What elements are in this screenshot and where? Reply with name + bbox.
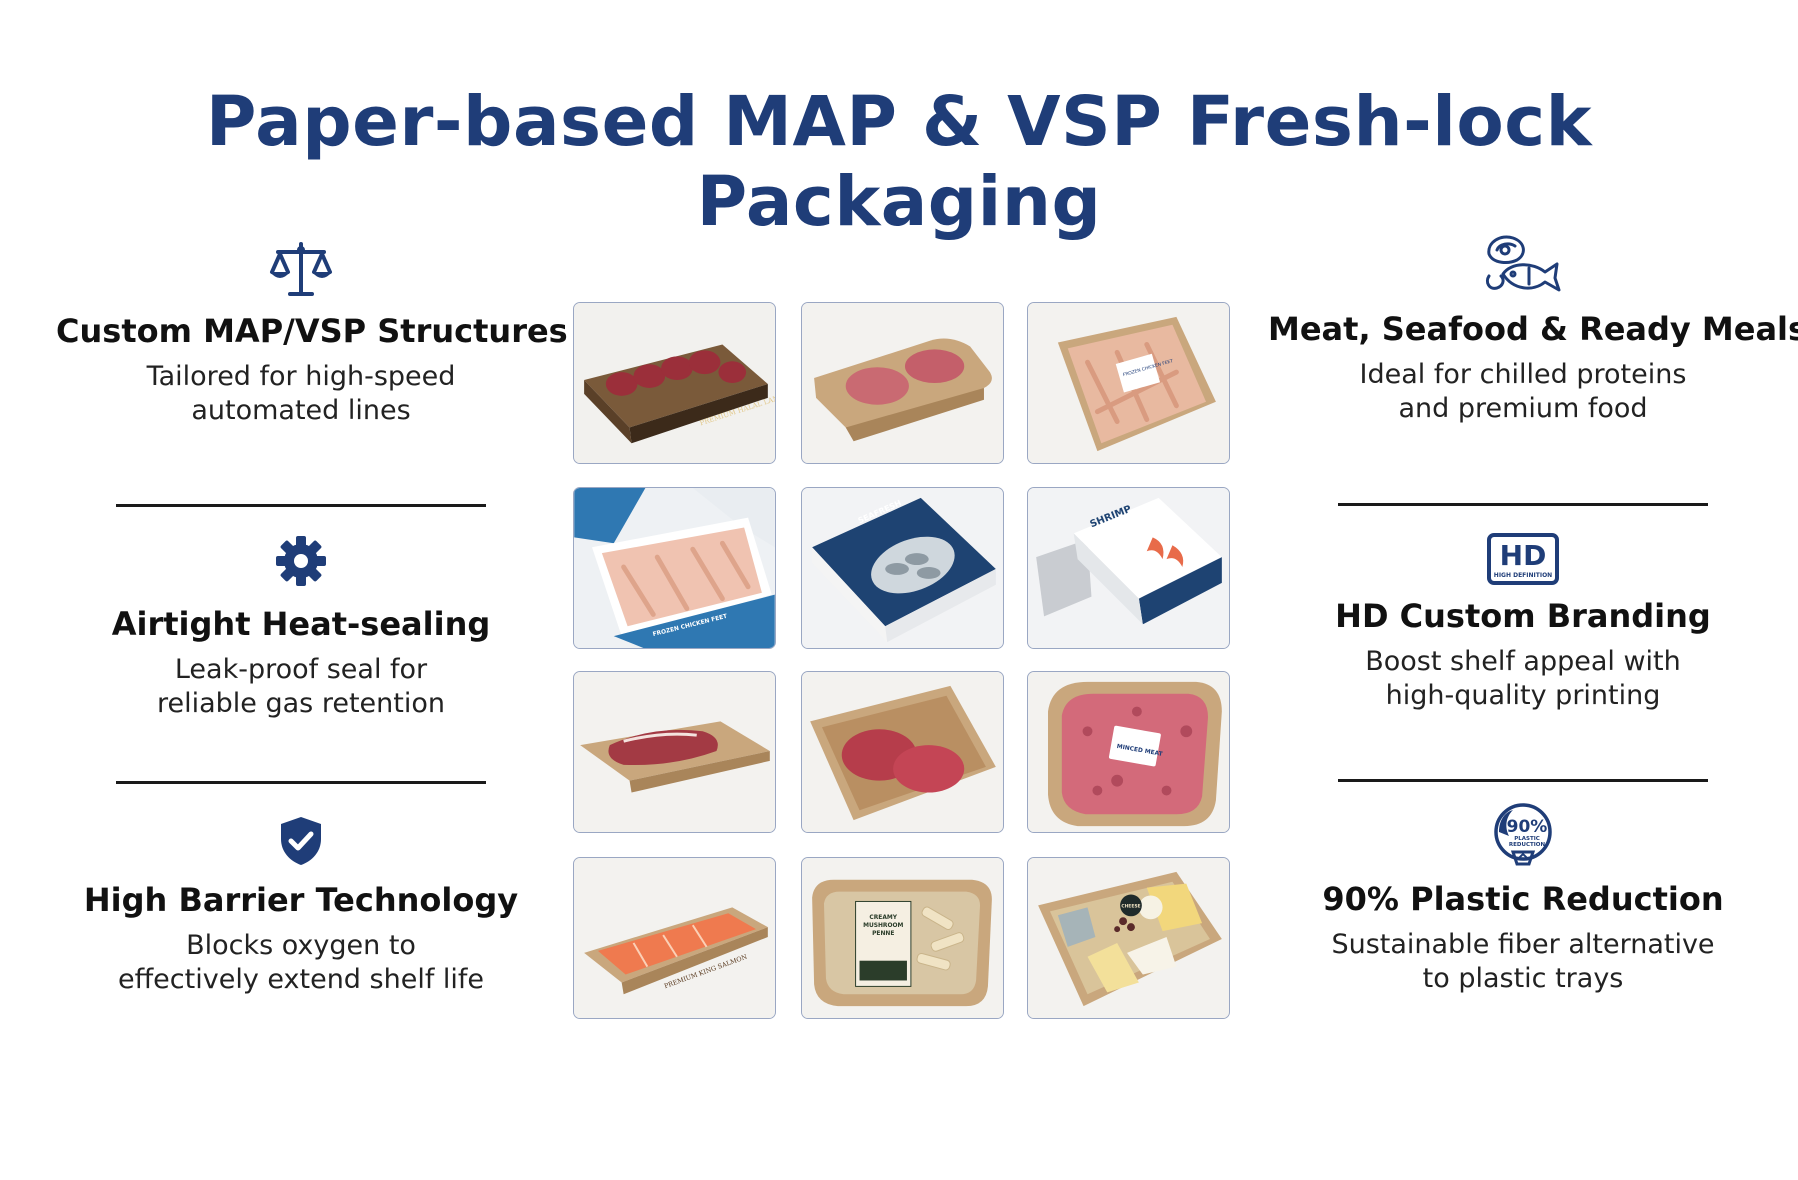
product-tile-seafresh-shrimp: SEAFRESH <box>801 487 1004 649</box>
feature-heading: HD Custom Branding <box>1335 597 1711 635</box>
feature-heading: High Barrier Technology <box>83 881 519 919</box>
mushroom-penne-tray-image: CREAMY MUSHROOM PENNE <box>802 858 1003 1018</box>
chicken-feet-tray-image: FROZEN CHICKEN FEET <box>1028 303 1229 463</box>
salmon-tray-image: PREMIUM KING SALMON <box>574 858 775 1018</box>
product-tile-burger-patties <box>801 302 1004 464</box>
page-title: Paper-based MAP & VSP Fresh-lock Packagi… <box>205 82 1593 242</box>
scale-icon <box>270 242 332 296</box>
beef-steaks-tray-image <box>802 672 1003 832</box>
product-tile-shrimp-sleeve: SHRIMP <box>1027 487 1230 649</box>
feature-description-line: automated lines <box>191 395 411 426</box>
beef-roast-tray-image <box>574 672 775 832</box>
feature-description-line: high-quality printing <box>1385 680 1661 711</box>
feature-description-line: reliable gas retention <box>157 688 445 719</box>
tray-label-text: PENNE <box>872 931 894 937</box>
feature-description-line: and premium food <box>1398 393 1648 424</box>
product-tile-beef-roast <box>573 671 776 833</box>
feature-heat-sealing: Airtight Heat-sealing Leak-proof seal fo… <box>56 535 546 721</box>
hd-badge-icon: HD HIGH DEFINITION <box>1487 533 1559 585</box>
feature-heading: Meat, Seafood & Ready Meals <box>1268 310 1798 348</box>
tray-label-text: MUSHROOM <box>863 923 903 929</box>
feature-description-line: Leak-proof seal for <box>174 654 428 685</box>
feature-description-line: effectively extend shelf life <box>117 964 485 995</box>
feature-description-line: Ideal for chilled proteins <box>1359 359 1687 390</box>
tray-label-text: CREAMY <box>869 915 897 921</box>
chicken-feet-box-image: FROZEN CHICKEN FEET <box>574 488 775 648</box>
feature-meat-seafood: Meat, Seafood & Ready Meals Ideal for ch… <box>1268 232 1798 426</box>
product-tile-minced-meat: MINCED MEAT <box>1027 671 1230 833</box>
feature-high-barrier: High Barrier Technology Blocks oxygen to… <box>56 815 546 997</box>
feature-description-line: to plastic trays <box>1422 963 1624 994</box>
tray-label-text: CHEESE <box>1121 903 1140 909</box>
divider <box>1338 779 1708 782</box>
plastic-reduction-subtext: REDUCTION <box>1509 842 1546 848</box>
shield-check-icon <box>281 817 321 865</box>
feature-hd-branding: HD HIGH DEFINITION HD Custom Branding Bo… <box>1268 533 1778 713</box>
feature-description-line: Sustainable fiber alternative <box>1331 929 1715 960</box>
minced-meat-tray-image: MINCED MEAT <box>1028 672 1229 832</box>
feature-description-line: Blocks oxygen to <box>186 930 416 961</box>
plastic-reduction-percent: 90% <box>1507 817 1548 837</box>
feature-heading: Custom MAP/VSP Structures <box>56 312 568 350</box>
feature-custom-structures: Custom MAP/VSP Structures Tailored for h… <box>56 240 568 428</box>
lamb-chops-tray-image: PREMIUM HALAL LAMB <box>574 303 775 463</box>
hd-badge-subtext: HIGH DEFINITION <box>1494 572 1552 579</box>
product-tile-cheese-platter: CHEESE <box>1027 857 1230 1019</box>
meat-fish-icon <box>1485 235 1561 292</box>
plastic-reduction-subtext: PLASTIC <box>1514 836 1540 842</box>
product-tile-salmon: PREMIUM KING SALMON <box>573 857 776 1019</box>
feature-heading: Airtight Heat-sealing <box>111 605 491 643</box>
product-tile-chicken-feet-box: FROZEN CHICKEN FEET <box>573 487 776 649</box>
feature-plastic-reduction: 90% PLASTIC REDUCTION 90% Plastic Reduct… <box>1268 802 1778 996</box>
product-tile-chicken-feet: FROZEN CHICKEN FEET <box>1027 302 1230 464</box>
hd-badge-text: HD <box>1500 539 1547 572</box>
divider <box>116 781 486 784</box>
plastic-reduction-icon: 90% PLASTIC REDUCTION <box>1494 803 1552 866</box>
burger-patties-tray-image <box>802 303 1003 463</box>
feature-description-line: Tailored for high-speed <box>146 361 456 392</box>
product-tile-lamb-chops: PREMIUM HALAL LAMB <box>573 302 776 464</box>
cheese-platter-tray-image: CHEESE <box>1028 858 1229 1018</box>
product-tile-mushroom-penne: CREAMY MUSHROOM PENNE <box>801 857 1004 1019</box>
divider <box>1338 503 1708 506</box>
gear-icon <box>276 536 326 586</box>
seafresh-shrimp-box-image: SEAFRESH <box>802 488 1003 648</box>
divider <box>116 504 486 507</box>
product-tile-beef-steaks <box>801 671 1004 833</box>
feature-heading: 90% Plastic Reduction <box>1322 880 1724 918</box>
shrimp-sleeve-box-image: SHRIMP <box>1028 488 1229 648</box>
feature-description-line: Boost shelf appeal with <box>1365 646 1681 677</box>
